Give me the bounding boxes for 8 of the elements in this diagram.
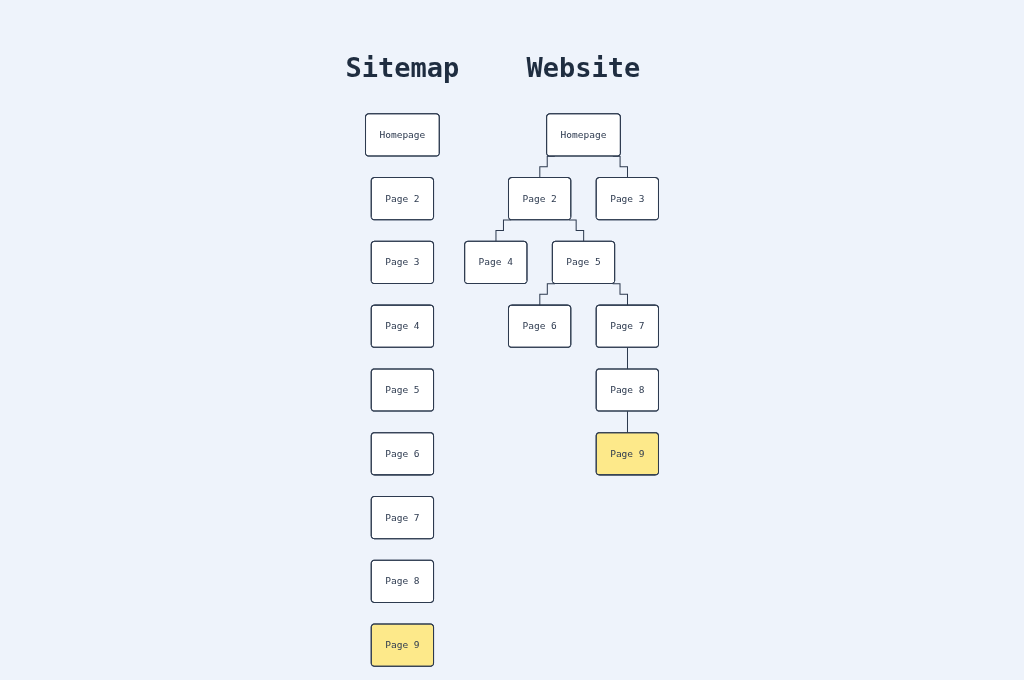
section-heading: Sitemap xyxy=(345,52,460,85)
section-heading: Website xyxy=(526,52,641,85)
connector xyxy=(495,219,512,243)
connector xyxy=(568,219,585,243)
connector xyxy=(627,347,629,370)
connector xyxy=(612,283,629,306)
connector xyxy=(627,410,629,434)
connector xyxy=(539,283,556,306)
